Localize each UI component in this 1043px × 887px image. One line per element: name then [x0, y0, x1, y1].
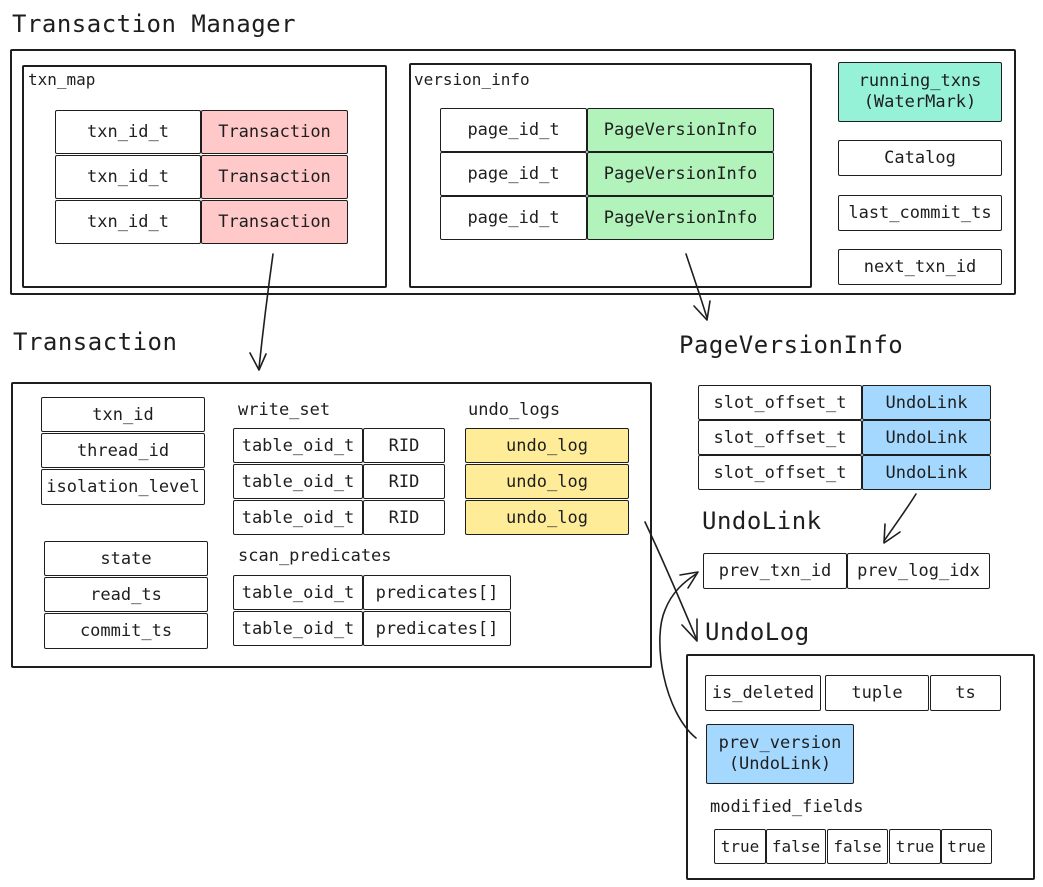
arrow-txn-map-to-transaction — [258, 253, 274, 369]
undo-logs-label: undo_logs — [468, 400, 561, 420]
transaction-title: Transaction — [13, 328, 178, 356]
undo-log-item: undo_log — [465, 500, 629, 535]
txn-map-value: Transaction — [201, 155, 348, 199]
version-info-frame — [409, 63, 812, 288]
version-info-key: page_id_t — [440, 152, 587, 196]
last-commit-ts-field: last_commit_ts — [838, 195, 1002, 231]
scan-predicates-key: table_oid_t — [233, 611, 363, 646]
version-info-value: PageVersionInfo — [587, 196, 774, 240]
undo-link-title: UndoLink — [702, 507, 822, 535]
pvi-value: UndoLink — [862, 455, 991, 490]
scan-predicates-value: predicates[] — [363, 575, 511, 610]
txn-map-label: txn_map — [28, 70, 96, 89]
arrowhead-undo-logs-to-undo-log — [681, 618, 698, 642]
arrowhead-version-info-to-pvi — [693, 300, 711, 321]
scan-predicates-key: table_oid_t — [233, 575, 363, 610]
pvi-value: UndoLink — [862, 420, 991, 455]
version-info-value: PageVersionInfo — [587, 108, 774, 152]
txn-map-frame — [22, 65, 387, 288]
pvi-key: slot_offset_t — [698, 420, 862, 455]
write-set-key: table_oid_t — [233, 428, 363, 463]
arrow-pvi-to-undo-link — [883, 493, 917, 542]
scan-predicates-label: scan_predicates — [238, 546, 392, 566]
txn-map-key: txn_id_t — [55, 155, 201, 199]
modified-field-value: false — [766, 829, 826, 864]
prev-version-field: prev_version (UndoLink) — [706, 724, 854, 784]
txn-map-key: txn_id_t — [55, 200, 201, 244]
txn-map-value: Transaction — [201, 110, 348, 154]
write-set-value: RID — [363, 464, 445, 499]
arrow-prev-version-to-undo-link — [659, 573, 697, 739]
prev-txn-id-field: prev_txn_id — [703, 553, 847, 589]
write-set-label: write_set — [238, 400, 331, 420]
write-set-key: table_oid_t — [233, 464, 363, 499]
version-info-value: PageVersionInfo — [587, 152, 774, 196]
arrowhead-prev-version-to-undo-link — [679, 571, 699, 589]
version-info-label: version_info — [414, 70, 530, 89]
pvi-value: UndoLink — [862, 385, 991, 420]
txn-id-field: txn_id — [41, 397, 205, 432]
txn-map-key: txn_id_t — [55, 110, 201, 154]
transaction-manager-frame — [10, 49, 1016, 295]
pvi-key: slot_offset_t — [698, 455, 862, 490]
undo-log-item: undo_log — [465, 428, 629, 463]
version-info-key: page_id_t — [440, 196, 587, 240]
write-set-key: table_oid_t — [233, 500, 363, 535]
transaction-frame — [11, 382, 652, 668]
undo-log-item: undo_log — [465, 464, 629, 499]
undo-log-frame — [686, 654, 1035, 880]
page-version-info-title: PageVersionInfo — [679, 331, 904, 359]
write-set-value: RID — [363, 428, 445, 463]
next-txn-id-field: next_txn_id — [838, 249, 1002, 285]
write-set-value: RID — [363, 500, 445, 535]
read-ts-field: read_ts — [44, 577, 208, 612]
arrowhead-pvi-to-undo-link — [883, 523, 901, 544]
is-deleted-field: is_deleted — [705, 675, 821, 711]
state-field: state — [44, 541, 208, 576]
modified-field-value: true — [941, 829, 992, 864]
thread-id-field: thread_id — [41, 433, 205, 468]
txn-map-value: Transaction — [201, 200, 348, 244]
scan-predicates-value: predicates[] — [363, 611, 511, 646]
commit-ts-field: commit_ts — [44, 613, 208, 649]
arrowhead-txn-map-to-transaction — [249, 352, 267, 371]
running-txns-field: running_txns (WaterMark) — [838, 62, 1002, 122]
running-txns-text: running_txns (WaterMark) — [858, 70, 982, 112]
prev-version-text: prev_version (UndoLink) — [718, 732, 842, 774]
modified-fields-label: modified_fields — [710, 797, 864, 817]
version-info-key: page_id_t — [440, 108, 587, 152]
prev-log-idx-field: prev_log_idx — [847, 553, 990, 589]
pvi-key: slot_offset_t — [698, 385, 862, 420]
modified-field-value: false — [827, 829, 888, 864]
undo-log-title: UndoLog — [705, 618, 810, 646]
tuple-field: tuple — [825, 675, 929, 711]
isolation-level-field: isolation_level — [41, 469, 205, 505]
ts-field: ts — [930, 675, 1001, 711]
arrow-version-info-to-pvi — [685, 253, 708, 319]
modified-field-value: true — [714, 829, 766, 864]
arrow-undo-logs-to-undo-log — [644, 521, 697, 639]
transaction-manager-title: Transaction Manager — [12, 10, 297, 38]
catalog-field: Catalog — [838, 140, 1002, 176]
modified-field-value: true — [889, 829, 941, 864]
